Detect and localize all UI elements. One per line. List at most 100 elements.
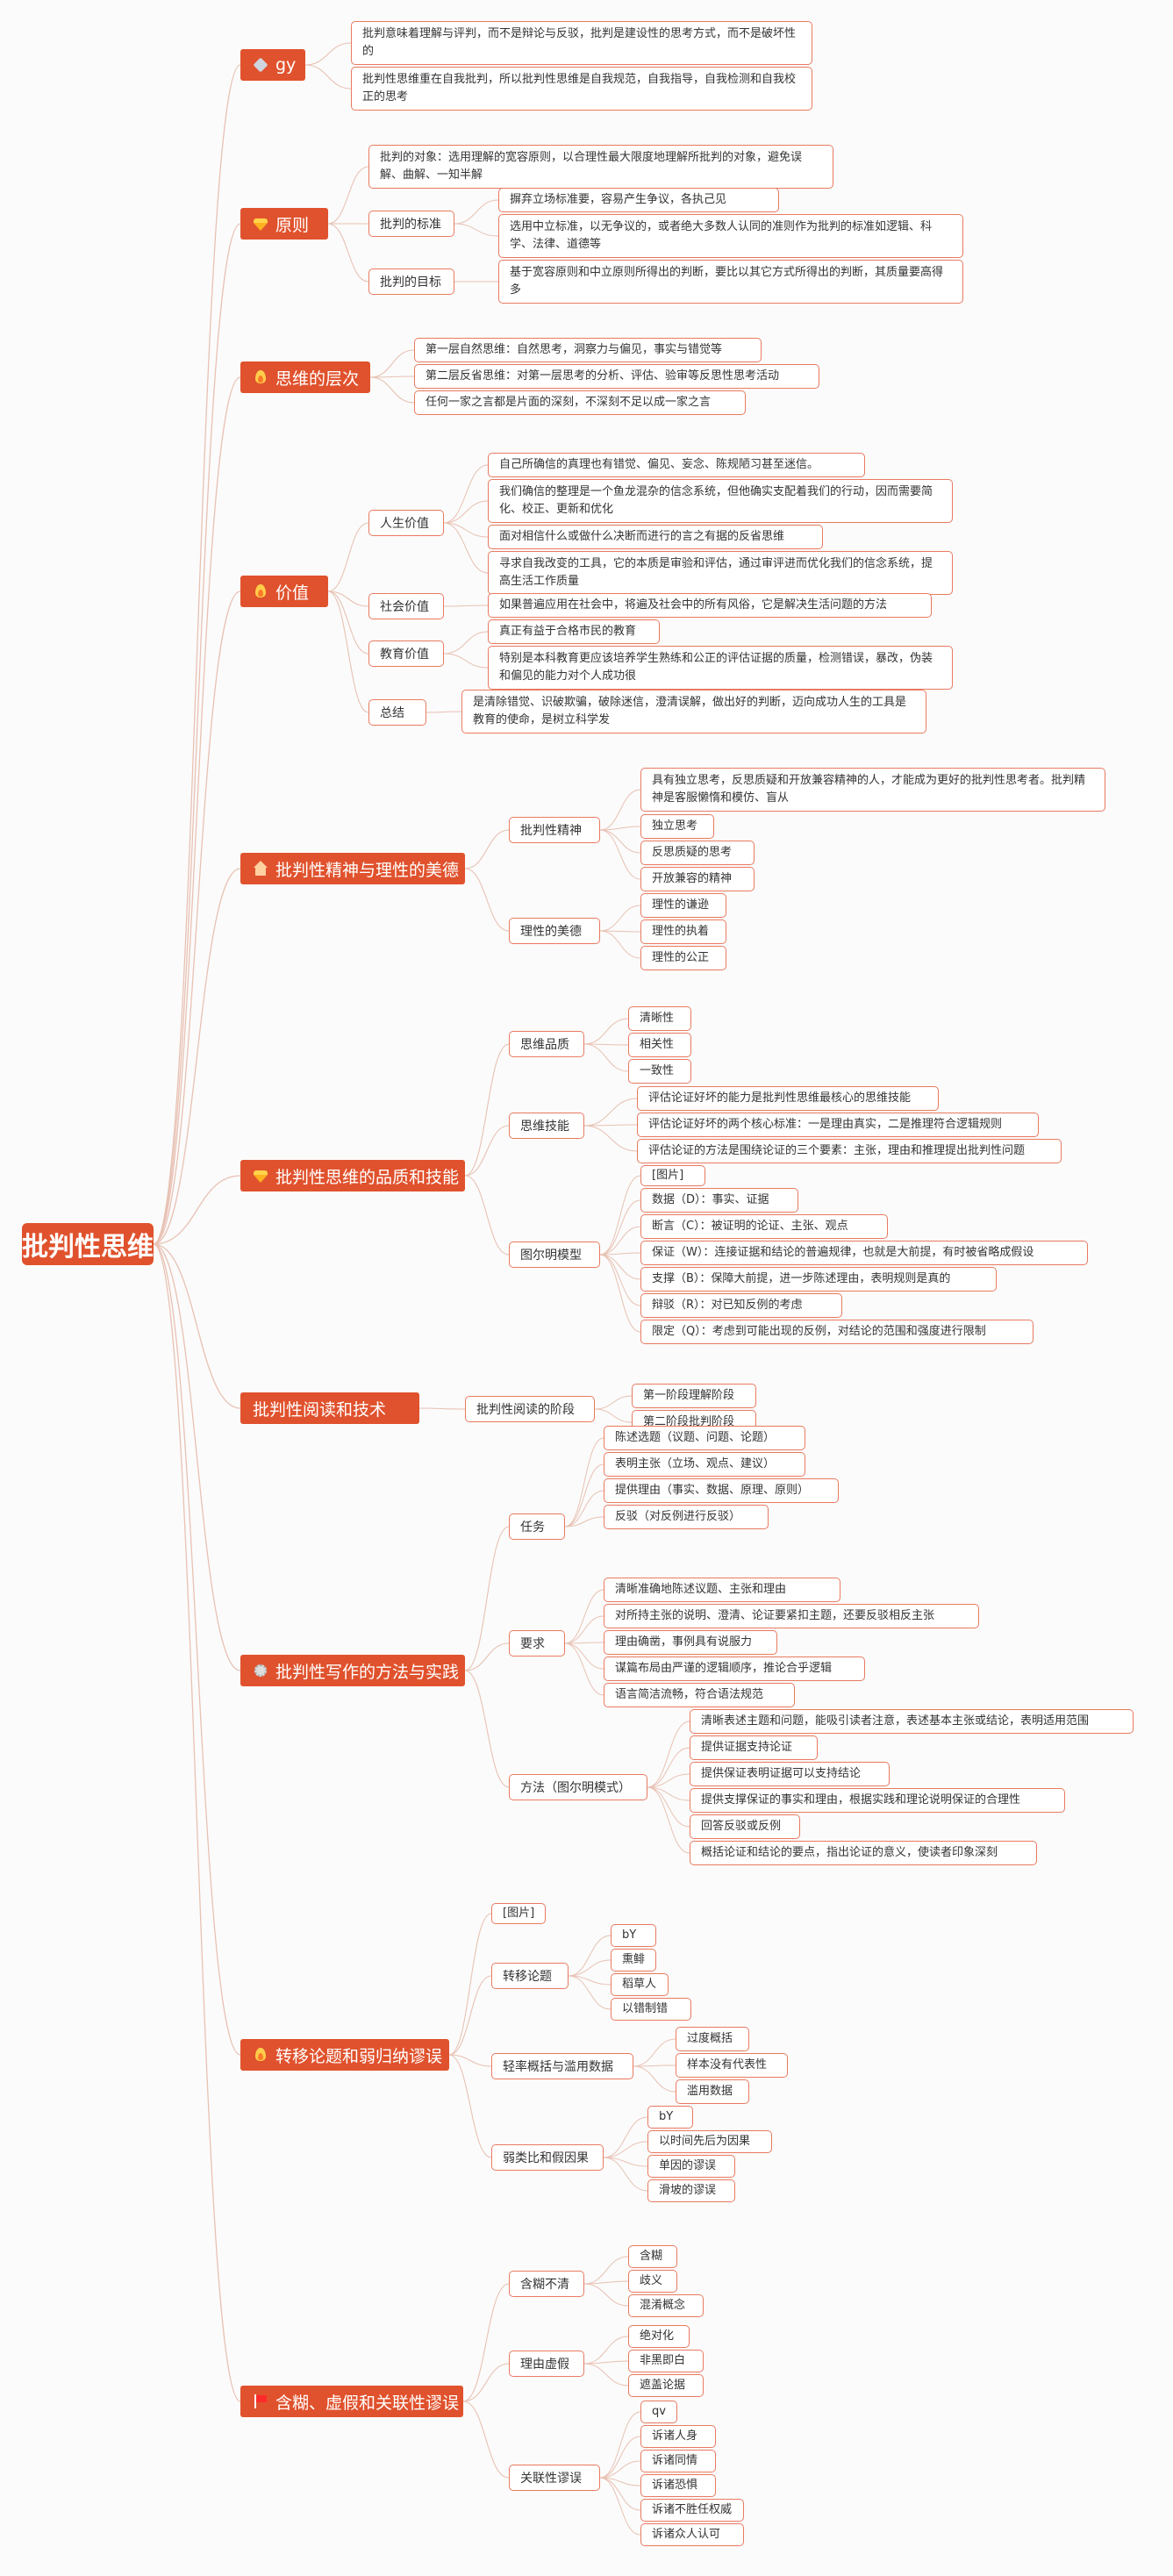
leaf-node[interactable]: 独立思考 bbox=[640, 814, 714, 839]
leaf-node[interactable]: 谋篇布局由严谨的逻辑顺序，推论合乎逻辑 bbox=[604, 1657, 865, 1681]
leaf-node[interactable]: 绝对化 bbox=[628, 2325, 690, 2348]
leaf-node[interactable]: 反驳（对反例进行反驳） bbox=[604, 1505, 769, 1529]
subtopic[interactable]: 思维品质 bbox=[509, 1031, 584, 1057]
subtopic[interactable]: 含糊不清 bbox=[509, 2271, 584, 2297]
subtopic[interactable]: 批判的目标 bbox=[368, 268, 454, 295]
leaf-node[interactable]: 保证（W）：连接证据和结论的普遍规律，也就是大前提，有时被省略成假设 bbox=[640, 1241, 1088, 1265]
leaf-node[interactable]: 特别是本科教育更应该培养学生熟练和公正的评估证据的质量，检测错误，暴改，伪装和偏… bbox=[488, 646, 953, 690]
leaf-node[interactable]: 诉诸同情 bbox=[640, 2450, 716, 2472]
leaf-node[interactable]: [图片] bbox=[491, 1903, 546, 1924]
leaf-node[interactable]: 遮盖论据 bbox=[628, 2374, 704, 2397]
leaf-node[interactable]: 第一阶段理解阶段 bbox=[632, 1384, 756, 1408]
leaf-node[interactable]: 第一层自然思维：自然思考，洞察力与偏见，事实与错觉等 bbox=[414, 338, 762, 362]
leaf-node[interactable]: 提供理由（事实、数据、原理、原则） bbox=[604, 1478, 839, 1503]
main-topic-hh[interactable]: 含糊、虚假和关联性谬误 bbox=[240, 2386, 463, 2417]
leaf-node[interactable]: [图片] bbox=[640, 1165, 705, 1186]
subtopic[interactable]: 人生价值 bbox=[368, 510, 444, 536]
leaf-node[interactable]: 陈述选题（议题、问题、论题） bbox=[604, 1426, 805, 1450]
leaf-node[interactable]: bY bbox=[647, 2106, 693, 2129]
leaf-node[interactable]: 清晰准确地陈述议题、主张和理由 bbox=[604, 1578, 840, 1602]
leaf-node[interactable]: 诉诸恐惧 bbox=[640, 2474, 716, 2497]
leaf-node[interactable]: 一致性 bbox=[628, 1059, 691, 1084]
leaf-node[interactable]: 具有独立思考，反思质疑和开放兼容精神的人，才能成为更好的批判性思考者。批判精神是… bbox=[640, 768, 1105, 812]
leaf-node[interactable]: 是清除错觉、识破欺骗，破除迷信，澄清误解，做出好的判断，迈向成功人生的工具是教育… bbox=[461, 690, 926, 733]
main-topic-pzjn[interactable]: 批判性思维的品质和技能 bbox=[240, 1160, 465, 1191]
leaf-node[interactable]: 诉诸人身 bbox=[640, 2425, 716, 2448]
leaf-node[interactable]: bY bbox=[611, 1924, 656, 1947]
leaf-node[interactable]: qv bbox=[640, 2401, 677, 2423]
main-topic-zyry[interactable]: 转移论题和弱归纳谬误 bbox=[240, 2039, 449, 2071]
leaf-node[interactable]: 摒弃立场标准要，容易产生争议，各执己见 bbox=[498, 188, 779, 212]
leaf-node[interactable]: 自己所确信的真理也有错觉、偏见、妄念、陈规陋习甚至迷信。 bbox=[488, 453, 865, 477]
leaf-node[interactable]: 批判性思维重在自我批判，所以批判性思维是自我规范，自我指导，自我检测和自我校正的… bbox=[351, 67, 812, 111]
subtopic[interactable]: 轻率概括与滥用数据 bbox=[491, 2053, 633, 2079]
leaf-node[interactable]: 过度概括 bbox=[676, 2027, 749, 2051]
leaf-node[interactable]: 辩驳（R）：对已知反例的考虑 bbox=[640, 1293, 842, 1318]
leaf-node[interactable]: 对所持主张的说明、澄清、论证要紧扣主题，还要反驳相反主张 bbox=[604, 1604, 979, 1628]
leaf-node[interactable]: 我们确信的整理是一个鱼龙混杂的信念系统，但他确实支配着我们的行动，因而需要简化、… bbox=[488, 479, 953, 523]
leaf-node[interactable]: 反思质疑的思考 bbox=[640, 841, 755, 865]
leaf-node[interactable]: 单因的谬误 bbox=[647, 2155, 735, 2178]
leaf-node[interactable]: 批判意味着理解与评判，而不是辩论与反驳，批判是建设性的思考方式，而不是破坏性的 bbox=[351, 21, 812, 65]
leaf-node[interactable]: 滥用数据 bbox=[676, 2079, 749, 2104]
leaf-node[interactable]: 提供证据支持论证 bbox=[690, 1735, 818, 1760]
subtopic[interactable]: 批判性精神 bbox=[509, 817, 600, 843]
leaf-node[interactable]: 熏鲱 bbox=[611, 1949, 656, 1971]
leaf-node[interactable]: 基于宽容原则和中立原则所得出的判断，要比以其它方式所得出的判断，其质量要高得多 bbox=[498, 260, 963, 304]
leaf-node[interactable]: 混淆概念 bbox=[628, 2294, 704, 2317]
leaf-node[interactable]: 以时间先后为因果 bbox=[647, 2130, 772, 2153]
leaf-node[interactable]: 表明主张（立场、观点、建议） bbox=[604, 1452, 805, 1477]
subtopic[interactable]: 社会价值 bbox=[368, 593, 444, 619]
leaf-node[interactable]: 如果普遍应用在社会中，将遍及社会中的所有风俗，它是解决生活问题的方法 bbox=[488, 593, 932, 618]
leaf-node[interactable]: 面对相信什么或做什么决断而进行的言之有据的反省思维 bbox=[488, 525, 823, 549]
subtopic[interactable]: 要求 bbox=[509, 1630, 565, 1657]
leaf-node[interactable]: 清晰表述主题和问题，能吸引读者注意，表述基本主张或结论，表明适用范围 bbox=[690, 1709, 1134, 1734]
leaf-node[interactable]: 诉诸众人认可 bbox=[640, 2523, 744, 2546]
main-topic-cc[interactable]: 思维的层次 bbox=[240, 361, 370, 393]
subtopic[interactable]: 方法（图尔明模式） bbox=[509, 1774, 647, 1800]
main-topic-xz[interactable]: 批判性写作的方法与实践 bbox=[240, 1655, 465, 1686]
subtopic[interactable]: 任务 bbox=[509, 1513, 565, 1540]
leaf-node[interactable]: 评估论证好坏的能力是批判性思维最核心的思维技能 bbox=[637, 1086, 939, 1111]
main-topic-gy[interactable]: gy bbox=[240, 49, 305, 81]
subtopic[interactable]: 总结 bbox=[368, 699, 426, 726]
leaf-node[interactable]: 相关性 bbox=[628, 1033, 691, 1057]
leaf-node[interactable]: 诉诸不胜任权威 bbox=[640, 2499, 744, 2522]
subtopic[interactable]: 关联性谬误 bbox=[509, 2465, 600, 2491]
leaf-node[interactable]: 批判的对象：选用理解的宽容原则，以合理性最大限度地理解所批判的对象，避免误解、曲… bbox=[368, 145, 833, 189]
subtopic[interactable]: 理由虚假 bbox=[509, 2351, 584, 2377]
subtopic[interactable]: 思维技能 bbox=[509, 1113, 584, 1139]
root-topic[interactable]: 批判性思维 bbox=[22, 1223, 154, 1265]
leaf-node[interactable]: 滑坡的谬误 bbox=[647, 2179, 735, 2202]
leaf-node[interactable]: 样本没有代表性 bbox=[676, 2053, 788, 2078]
leaf-node[interactable]: 寻求自我改变的工具，它的本质是审验和评估，通过审评进而优化我们的信念系统，提高生… bbox=[488, 551, 953, 595]
leaf-node[interactable]: 评估论证的方法是围绕论证的三个要素：主张，理由和推理提出批判性问题 bbox=[637, 1139, 1062, 1163]
leaf-node[interactable]: 支撑（B）：保障大前提，进一步陈述理由，表明规则是真的 bbox=[640, 1267, 997, 1292]
subtopic[interactable]: 批判的标准 bbox=[368, 211, 454, 237]
subtopic[interactable]: 批判性阅读的阶段 bbox=[465, 1396, 595, 1422]
leaf-node[interactable]: 清晰性 bbox=[628, 1006, 691, 1031]
leaf-node[interactable]: 理性的执着 bbox=[640, 919, 726, 944]
main-topic-ydjs[interactable]: 批判性阅读和技术 bbox=[240, 1392, 419, 1424]
leaf-node[interactable]: 语言简洁流畅，符合语法规范 bbox=[604, 1683, 795, 1707]
leaf-node[interactable]: 选用中立标准，以无争议的，或者绝大多数人认同的准则作为批判的标准如逻辑、科学、法… bbox=[498, 214, 963, 258]
subtopic[interactable]: 理性的美德 bbox=[509, 918, 600, 944]
leaf-node[interactable]: 概括论证和结论的要点，指出论证的意义，使读者印象深刻 bbox=[690, 1841, 1037, 1865]
leaf-node[interactable]: 提供保证表明证据可以支持结论 bbox=[690, 1762, 890, 1786]
subtopic[interactable]: 弱类比和假因果 bbox=[491, 2144, 604, 2171]
leaf-node[interactable]: 第二层反省思维：对第一层思考的分析、评估、验审等反思性思考活动 bbox=[414, 364, 819, 389]
leaf-node[interactable]: 任何一家之言都是片面的深刻，不深刻不足以成一家之言 bbox=[414, 390, 746, 415]
leaf-node[interactable]: 理性的公正 bbox=[640, 946, 726, 970]
leaf-node[interactable]: 稻草人 bbox=[611, 1973, 669, 1996]
leaf-node[interactable]: 歧义 bbox=[628, 2270, 677, 2293]
leaf-node[interactable]: 回答反驳或反例 bbox=[690, 1814, 800, 1839]
subtopic[interactable]: 转移论题 bbox=[491, 1963, 569, 1989]
leaf-node[interactable]: 限定（Q）：考虑到可能出现的反例，对结论的范围和强度进行限制 bbox=[640, 1320, 1034, 1344]
leaf-node[interactable]: 评估论证好坏的两个核心标准：一是理由真实，二是推理符合逻辑规则 bbox=[637, 1113, 1039, 1137]
leaf-node[interactable]: 理由确凿，事例具有说服力 bbox=[604, 1630, 777, 1655]
main-topic-jz[interactable]: 价值 bbox=[240, 576, 328, 607]
leaf-node[interactable]: 数据（D）：事实、证据 bbox=[640, 1188, 798, 1213]
subtopic[interactable]: 图尔明模型 bbox=[509, 1241, 600, 1268]
leaf-node[interactable]: 开放兼容的精神 bbox=[640, 867, 755, 891]
main-topic-yz[interactable]: 原则 bbox=[240, 208, 328, 240]
